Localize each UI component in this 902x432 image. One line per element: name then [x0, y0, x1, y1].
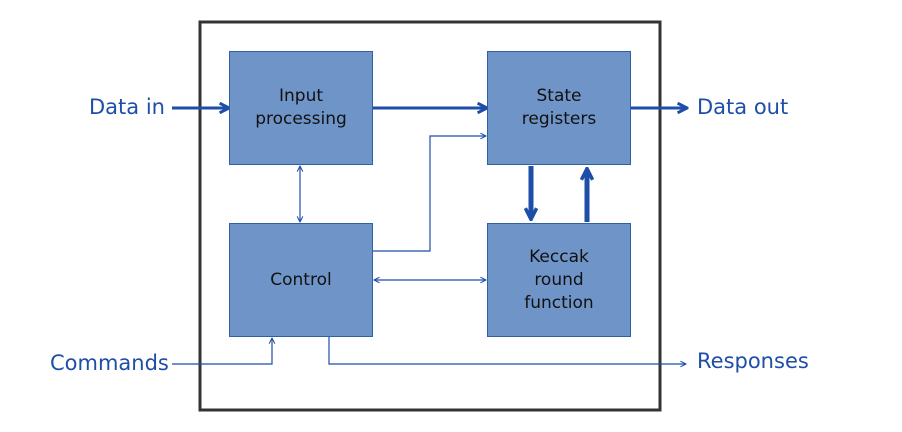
input-processing-label: Input processing [255, 86, 347, 129]
responses-arrow [328, 336, 686, 364]
state-registers-block: State registers [487, 51, 631, 165]
keccak-round-function-label: Keccak round function [524, 246, 594, 313]
commands-arrow [172, 338, 272, 365]
control-to-state-link [372, 136, 486, 252]
responses-label: Responses [697, 349, 809, 373]
keccak-round-function-block: Keccak round function [487, 223, 631, 337]
input-processing-block: Input processing [229, 51, 373, 165]
commands-label: Commands [50, 351, 169, 375]
outer-frame [198, 20, 662, 412]
control-block: Control [229, 223, 373, 337]
state-registers-label: State registers [521, 86, 597, 129]
data-out-label: Data out [697, 95, 789, 119]
data-in-label: Data in [89, 95, 165, 119]
control-label: Control [270, 269, 332, 290]
